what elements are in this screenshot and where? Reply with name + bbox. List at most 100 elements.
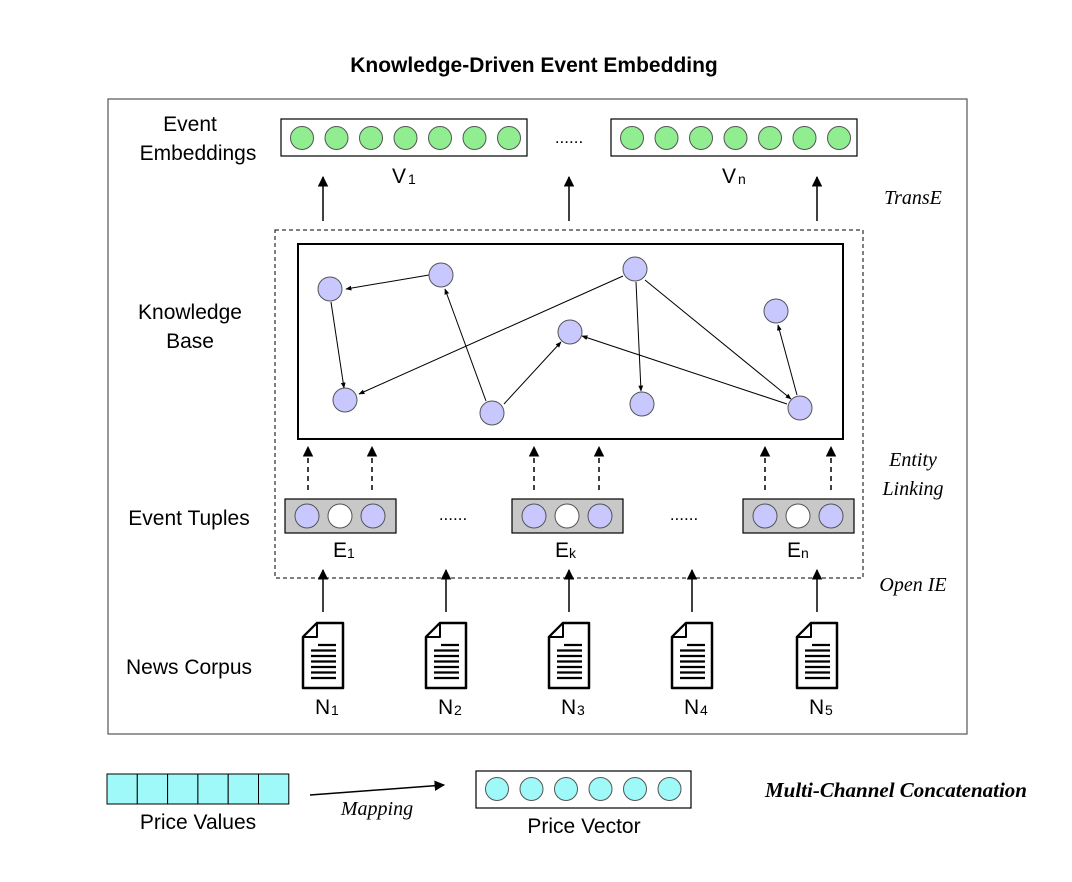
diagram-title: Knowledge-Driven Event Embedding — [350, 54, 718, 77]
embedding-node — [462, 126, 487, 150]
news-document-n5 — [795, 621, 839, 690]
doc-label-n2: N 2 — [438, 696, 462, 719]
embedding-label-vn: V n — [722, 165, 746, 188]
price-value-cell — [136, 773, 169, 805]
price-vector-label: Price Vector — [527, 815, 640, 838]
embedding-node — [758, 126, 782, 150]
svg-text:N: N — [809, 696, 824, 719]
row-label-knowledge-base: Knowledge Base — [138, 301, 242, 353]
svg-text:1: 1 — [331, 702, 339, 718]
mapping-arrow — [309, 780, 446, 796]
event-tuple-e1 — [284, 498, 397, 534]
price-value-cell — [106, 773, 138, 805]
svg-text:V: V — [392, 165, 406, 188]
svg-text:Entity: Entity — [888, 449, 937, 471]
outer-frame — [107, 98, 968, 735]
svg-text:3: 3 — [577, 702, 585, 718]
svg-text:Linking: Linking — [881, 478, 943, 500]
ellipsis-tuples-1: ...... — [439, 505, 467, 524]
open-ie-arrows — [317, 568, 823, 612]
row-label-event-tuples: Event Tuples — [128, 507, 249, 530]
svg-text:1: 1 — [347, 545, 355, 561]
tuple-label-ek: E k — [555, 539, 577, 562]
doc-label-n3: N 3 — [561, 696, 585, 719]
news-document-n4 — [670, 621, 714, 690]
svg-text:1: 1 — [408, 171, 416, 187]
price-vector-node — [623, 777, 647, 801]
svg-text:V: V — [722, 165, 736, 188]
price-values-array — [106, 773, 290, 805]
event-tuple-en — [742, 498, 855, 534]
price-vector-node — [554, 777, 578, 801]
event-tuple-ek — [511, 498, 624, 534]
kg-node — [629, 391, 655, 417]
embedding-node — [654, 126, 679, 150]
label-entity-linking: Entity Linking — [881, 449, 943, 500]
price-vector-node — [519, 777, 544, 801]
embedding-node — [428, 126, 452, 150]
embedding-node — [689, 126, 713, 150]
price-vector — [475, 770, 692, 809]
tuple-node — [554, 503, 580, 529]
ellipsis-embeddings: ...... — [555, 128, 583, 147]
kg-node — [557, 319, 583, 345]
embedding-node — [792, 126, 817, 150]
tuple-node — [327, 503, 353, 529]
price-vector-node — [657, 777, 682, 801]
embedding-node — [827, 126, 851, 150]
svg-text:n: n — [738, 171, 746, 187]
svg-text:5: 5 — [825, 702, 833, 718]
embedding-node — [620, 126, 644, 150]
svg-text:n: n — [801, 545, 809, 561]
svg-text:E: E — [333, 539, 347, 562]
tuple-node — [818, 503, 844, 529]
embedding-node — [723, 126, 748, 150]
kg-node — [622, 256, 648, 282]
row-label-news-corpus: News Corpus — [126, 656, 252, 679]
svg-text:Knowledge: Knowledge — [138, 301, 242, 324]
news-document-n3 — [547, 621, 591, 690]
kg-node — [787, 395, 813, 421]
embedding-node — [497, 126, 521, 150]
news-document-n1 — [301, 621, 345, 690]
svg-text:E: E — [787, 539, 801, 562]
svg-text:N: N — [684, 696, 699, 719]
label-multichannel-concatenation: Multi-Channel Concatenation — [764, 778, 1027, 802]
price-value-cell — [197, 773, 229, 805]
news-document-n2 — [424, 621, 468, 690]
embedding-node — [359, 126, 383, 150]
tuple-label-en: E n — [787, 539, 809, 562]
svg-text:E: E — [555, 539, 569, 562]
price-value-cell — [258, 773, 290, 805]
svg-text:N: N — [315, 696, 330, 719]
svg-text:Event: Event — [163, 113, 217, 136]
tuple-node — [785, 503, 811, 529]
tuple-node — [294, 503, 320, 529]
price-vector-node — [588, 777, 613, 801]
transe-arrows — [317, 175, 823, 221]
price-vector-node — [485, 777, 509, 801]
svg-text:N: N — [438, 696, 453, 719]
price-values-label: Price Values — [140, 811, 256, 834]
kg-node — [479, 400, 505, 426]
price-value-cell — [167, 773, 199, 805]
processing-region — [274, 229, 864, 579]
embedding-vector-vn — [610, 118, 858, 157]
price-value-cell — [227, 773, 259, 805]
embedding-node — [290, 126, 314, 150]
svg-text:N: N — [561, 696, 576, 719]
tuple-node — [587, 503, 613, 529]
svg-text:Base: Base — [166, 330, 214, 353]
doc-label-n5: N 5 — [809, 696, 833, 719]
doc-label-n4: N 4 — [684, 696, 708, 719]
tuple-label-e1: E 1 — [333, 539, 355, 562]
kg-node — [317, 276, 343, 302]
embedding-node — [324, 126, 349, 150]
tuple-node — [752, 503, 778, 529]
tuple-node — [521, 503, 547, 529]
label-transe: TransE — [884, 187, 942, 209]
svg-text:Embeddings: Embeddings — [140, 142, 257, 165]
embedding-node — [393, 126, 418, 150]
ellipsis-tuples-2: ...... — [670, 505, 698, 524]
